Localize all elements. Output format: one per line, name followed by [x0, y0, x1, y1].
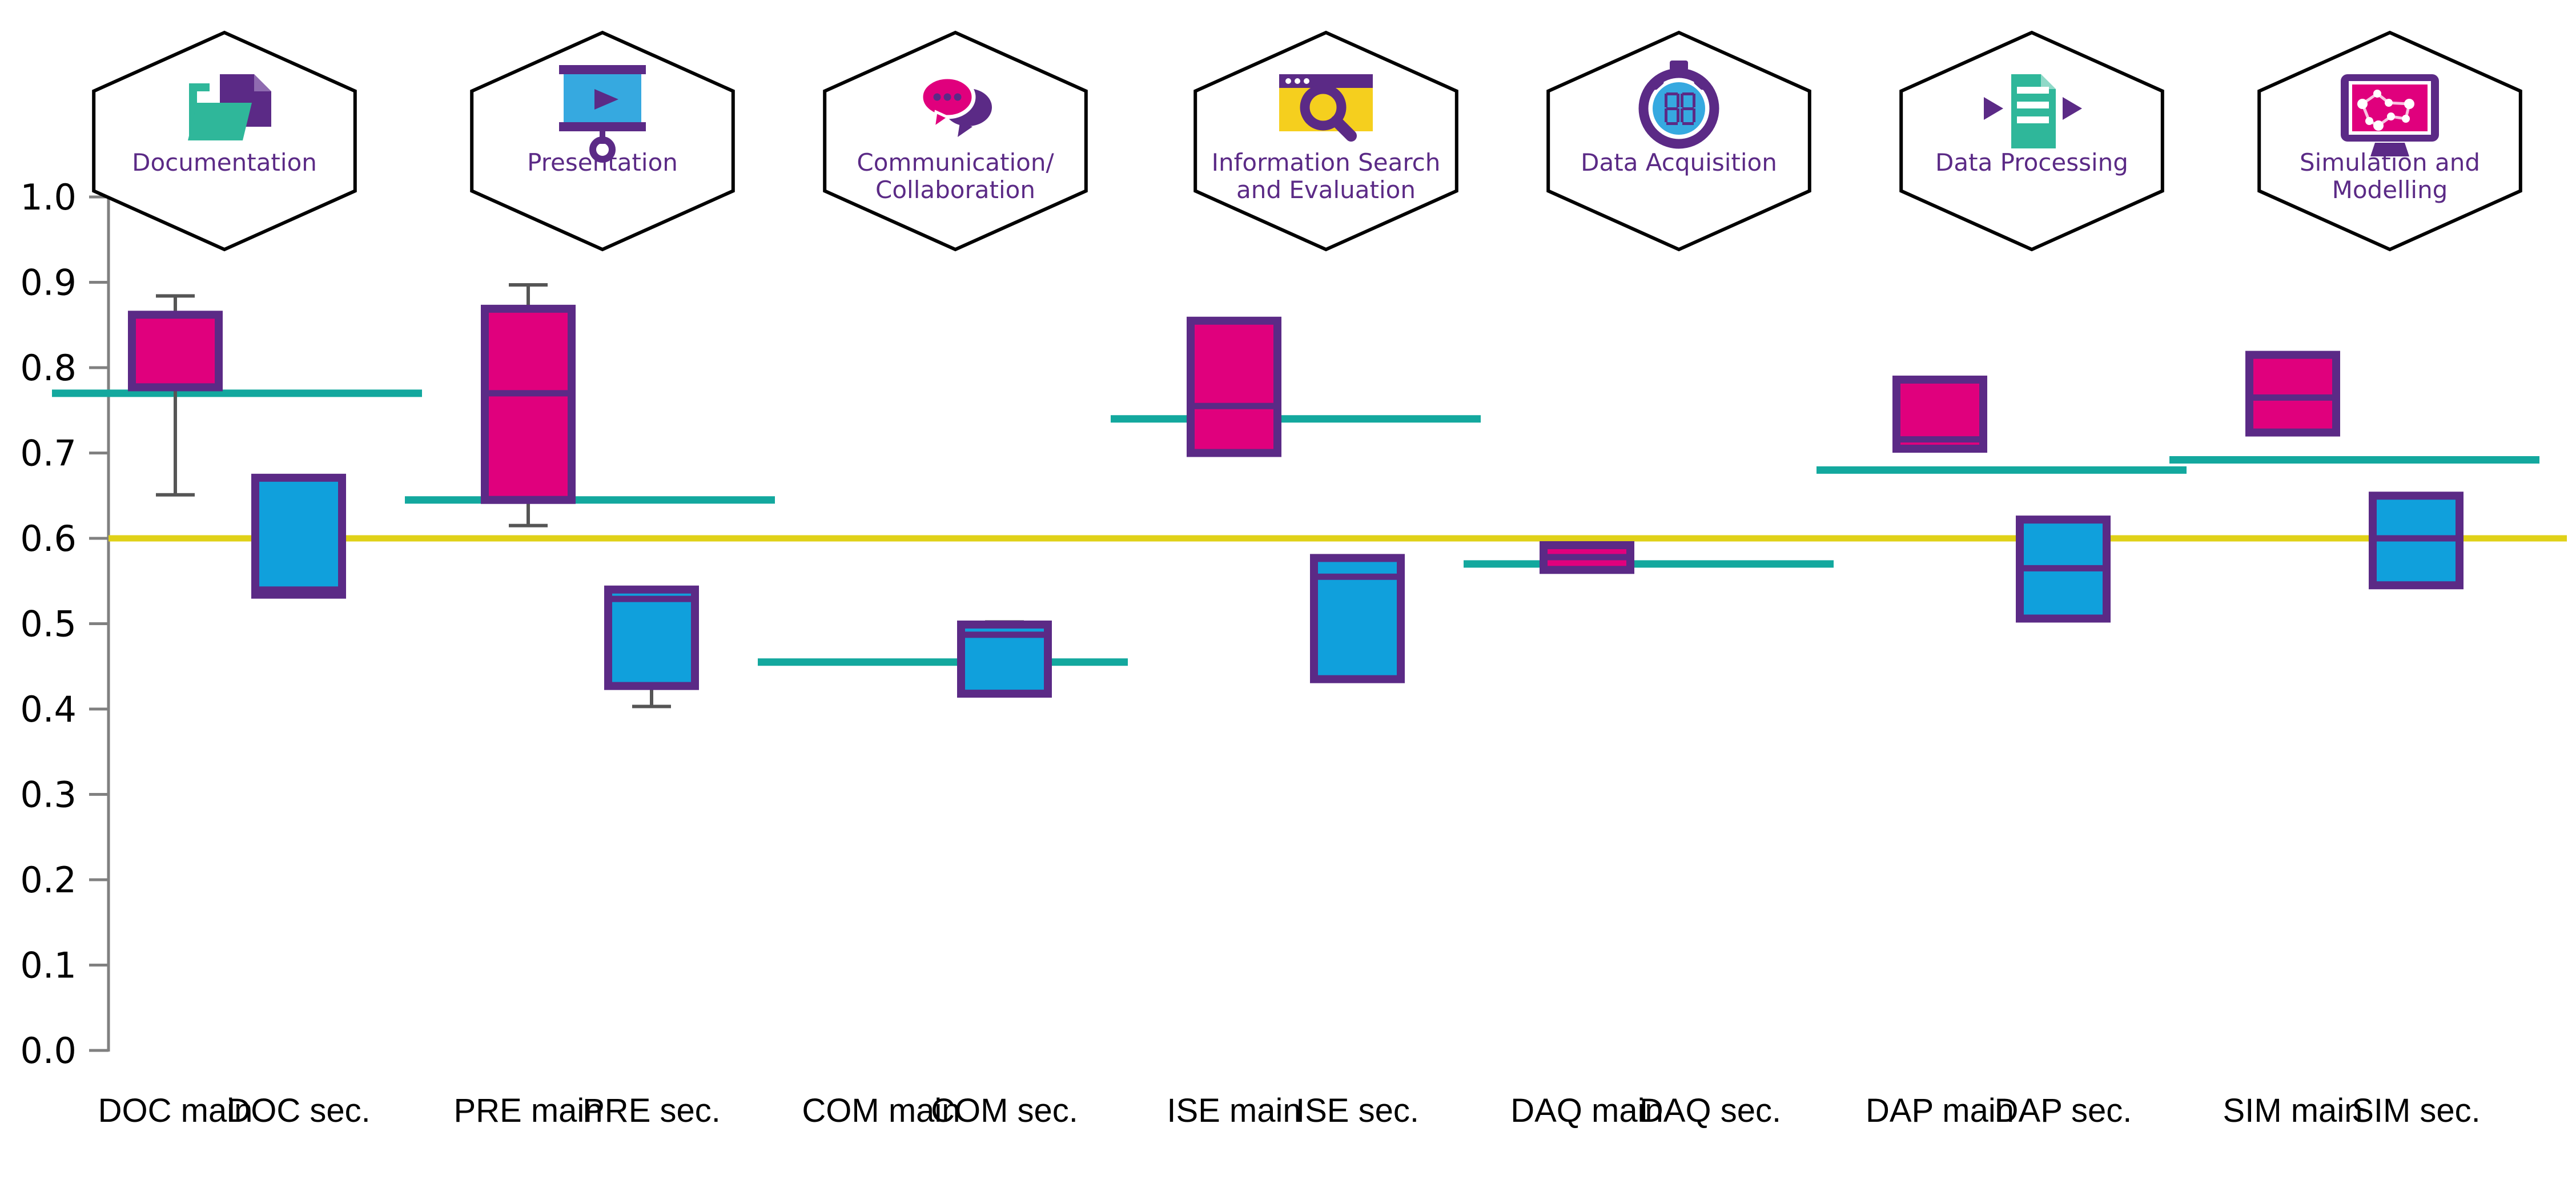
y-axis: 0.0 0.1 0.2 0.3 0.4 0.5 0.6 0.7 0.8 0.9 1.0 — [20, 176, 110, 1072]
hexagon-DAQ: Data Acquisition — [1546, 30, 1811, 252]
x-label-daq-main: DAQ main — [1510, 1092, 1663, 1129]
x-label-com-sec-: COM sec. — [931, 1092, 1078, 1129]
monitor-network-icon — [2341, 74, 2439, 156]
y-tick-label: 0.5 — [20, 603, 77, 645]
hexagon-outline — [823, 30, 1088, 252]
boxplot-ise-sec- — [1310, 554, 1405, 683]
x-label-dap-main: DAP main — [1866, 1092, 2014, 1129]
y-tick-label: 0.3 — [20, 774, 77, 816]
x-label-pre-sec-: PRE sec. — [582, 1092, 721, 1129]
y-tick-label: 0.8 — [20, 347, 77, 389]
hexagon-label: Data Acquisition — [1581, 148, 1777, 176]
box-plots — [128, 283, 2464, 708]
stopwatch-icon — [1638, 61, 1719, 149]
boxplot-sim-sec- — [2369, 492, 2464, 590]
hexagon-label: Communication/ — [857, 148, 1054, 176]
x-label-daq-sec-: DAQ sec. — [1639, 1092, 1781, 1129]
hexagon-outline — [92, 30, 357, 252]
boxplot-doc-sec- — [251, 473, 346, 599]
x-label-doc-main: DOC main — [98, 1092, 253, 1129]
hexagon-COM: Communication/Collaboration — [823, 30, 1088, 252]
hexagon-label: Presentation — [527, 148, 678, 176]
mean-lines — [52, 389, 2539, 666]
y-tick-label: 0.1 — [20, 945, 77, 986]
x-label-com-main: COM main — [802, 1092, 960, 1129]
box — [251, 473, 346, 599]
boxplot-pre-main — [481, 283, 576, 527]
y-tick-label: 0.6 — [20, 518, 77, 559]
hexagon-label: and Evaluation — [1236, 176, 1416, 204]
x-label-ise-main: ISE main — [1167, 1092, 1301, 1129]
hexagon-label: Data Processing — [1935, 148, 2128, 176]
y-tick-label: 1.0 — [20, 176, 77, 218]
y-tick-label: 0.4 — [20, 688, 77, 730]
x-label-ise-sec-: ISE sec. — [1296, 1092, 1419, 1129]
boxplot-doc-main — [128, 294, 223, 497]
hexagon-PRE: Presentation — [470, 30, 735, 252]
x-label-sim-sec-: SIM sec. — [2352, 1092, 2481, 1129]
boxplot-dap-sec- — [2016, 516, 2111, 623]
folder-document-icon — [188, 74, 271, 140]
x-label-pre-main: PRE main — [453, 1092, 602, 1129]
speech-bubbles-icon — [919, 75, 992, 137]
boxplot-sim-main — [2245, 351, 2340, 437]
boxplot-dap-main — [1892, 375, 1987, 453]
box — [128, 311, 223, 392]
boxplot-daq-main — [1540, 541, 1634, 574]
y-tick-label: 0.9 — [20, 262, 77, 304]
hexagon-DAP: Data Processing — [1899, 30, 2164, 252]
box — [2245, 351, 2340, 437]
x-label-dap-sec-: DAP sec. — [1995, 1092, 2132, 1129]
browser-magnifier-icon — [1279, 74, 1373, 142]
x-label-doc-sec-: DOC sec. — [227, 1092, 370, 1129]
box — [604, 585, 699, 690]
projector-screen-icon — [559, 65, 646, 163]
y-tick-label: 0.2 — [20, 859, 77, 901]
hexagon-outline — [1193, 30, 1458, 252]
hexagon-label: Documentation — [132, 148, 317, 176]
boxplot-pre-sec- — [604, 585, 699, 708]
box — [1187, 316, 1281, 457]
boxplot-com-sec- — [957, 620, 1052, 698]
document-arrows-icon — [1984, 74, 2082, 148]
hexagon-label: Collaboration — [875, 176, 1035, 204]
y-tick-label: 0.7 — [20, 433, 77, 474]
hexagon-label: Simulation and — [2300, 148, 2480, 176]
hexagon-label: Modelling — [2332, 176, 2448, 204]
x-label-sim-main: SIM main — [2223, 1092, 2363, 1129]
box — [481, 304, 576, 504]
boxplot-ise-main — [1187, 316, 1281, 457]
category-hexagons: Documentation Presentation Communication/C… — [92, 30, 2522, 252]
y-tick-label: 0.0 — [20, 1030, 77, 1072]
hexagon-DOC: Documentation — [92, 30, 357, 252]
hexagon-label: Information Search — [1212, 148, 1441, 176]
